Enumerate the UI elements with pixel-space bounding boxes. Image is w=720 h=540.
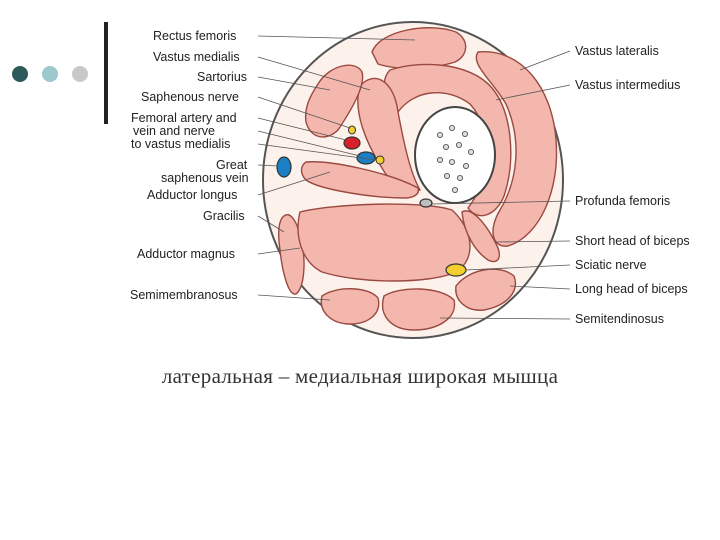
sciatic-nerve	[445, 263, 467, 277]
leader-line	[257, 247, 301, 255]
leader-line	[257, 143, 377, 161]
leader-line	[257, 171, 331, 196]
label-great-saphenous-line2: saphenous vein	[161, 171, 249, 185]
label-gracilis: Gracilis	[203, 209, 245, 223]
label-femoral-artery-line1: Femoral artery and	[131, 111, 237, 125]
short-head-biceps-muscle	[461, 210, 500, 263]
femoral-vein	[356, 151, 376, 165]
marrow-dot	[436, 156, 443, 163]
marrow-dot	[462, 162, 469, 169]
nerve-to-vastus-medialis	[375, 155, 385, 165]
marrow-dot	[461, 130, 468, 137]
leader-line	[257, 35, 416, 41]
label-adductor-magnus: Adductor magnus	[137, 247, 235, 261]
label-adductor-longus: Adductor longus	[147, 188, 237, 202]
marrow-dot	[451, 186, 458, 193]
label-long-head-biceps: Long head of biceps	[575, 282, 688, 296]
label-semimembranosus: Semimembranosus	[130, 288, 238, 302]
leader-line	[495, 84, 571, 101]
leader-line	[257, 130, 361, 157]
leader-line	[257, 215, 285, 233]
label-vastus-lateralis: Vastus lateralis	[575, 44, 659, 58]
label-vastus-intermedius: Vastus intermedius	[575, 78, 680, 92]
leader-line	[257, 117, 347, 141]
profunda-femoris-vessel	[419, 198, 433, 208]
long-head-biceps-muscle	[455, 268, 517, 311]
vastus-medialis-muscle	[357, 77, 422, 192]
leader-line	[431, 200, 571, 205]
leader-line	[519, 50, 571, 71]
label-short-head-biceps: Short head of biceps	[575, 234, 690, 248]
marrow-dot	[455, 141, 462, 148]
marrow-dot	[442, 143, 449, 150]
semitendinosus-muscle	[381, 288, 456, 331]
label-sciatic-nerve: Sciatic nerve	[575, 258, 647, 272]
leader-line	[257, 96, 351, 129]
adductor-magnus-muscle	[297, 203, 471, 282]
leader-line	[257, 56, 371, 91]
vastus-lateralis-muscle	[475, 51, 558, 247]
marrow-dot	[456, 174, 463, 181]
leader-line	[257, 164, 279, 167]
label-semitendinosus: Semitendinosus	[575, 312, 664, 326]
bone-marrow	[436, 125, 474, 193]
label-vastus-medialis: Vastus medialis	[153, 50, 240, 64]
marrow-dot	[448, 158, 455, 165]
label-sartorius: Sartorius	[197, 70, 247, 84]
marrow-dot	[448, 125, 455, 132]
leader-line	[257, 294, 331, 301]
semimembranosus-muscle	[320, 288, 380, 325]
label-great-saphenous-line1: Great	[216, 158, 248, 172]
label-saphenous-nerve: Saphenous nerve	[141, 90, 239, 104]
marrow-dot	[436, 131, 443, 138]
vastus-intermedius-muscle	[383, 63, 512, 217]
leader-line	[509, 285, 571, 290]
leader-line	[465, 264, 571, 271]
leader-line	[439, 317, 571, 320]
thigh-cross-section-diagram: Rectus femoris Vastus medialis Sartorius…	[130, 21, 690, 339]
great-saphenous-vein	[276, 156, 292, 178]
label-femoral-artery-line3: to vastus medialis	[131, 137, 230, 151]
bullet-dot	[12, 66, 28, 82]
femur-bone	[414, 106, 496, 204]
bullet-dot	[42, 66, 58, 82]
leader-line	[257, 76, 331, 91]
label-femoral-artery-line2: vein and nerve	[133, 124, 215, 138]
sartorius-muscle	[304, 64, 364, 138]
leader-line	[495, 240, 571, 243]
saphenous-nerve	[348, 125, 356, 135]
slide-caption: латеральная – медиальная широкая мышца	[161, 364, 559, 388]
femoral-artery	[343, 136, 361, 150]
slide-bullets	[12, 66, 92, 82]
label-profunda-femoris: Profunda femoris	[575, 194, 670, 208]
bullet-dot	[72, 66, 88, 82]
label-rectus-femoris: Rectus femoris	[153, 29, 236, 43]
adductor-longus-muscle	[300, 161, 420, 199]
title-divider-bar	[104, 22, 108, 124]
marrow-dot	[467, 148, 474, 155]
marrow-dot	[443, 172, 450, 179]
